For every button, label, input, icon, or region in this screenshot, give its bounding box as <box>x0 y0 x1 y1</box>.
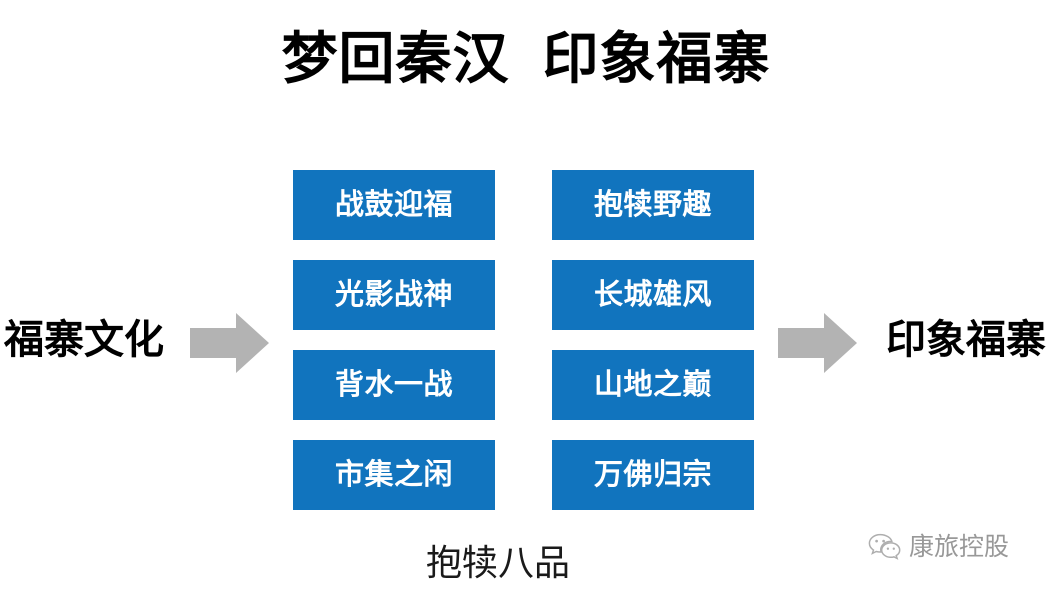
flow-output-label: 印象福寨 <box>886 318 1046 362</box>
feature-box-label: 战鼓迎福 <box>334 189 453 221</box>
arrow-right-icon <box>778 311 858 375</box>
feature-box[interactable]: 山地之巅 <box>552 350 754 420</box>
feature-box-label: 山地之巅 <box>593 369 712 401</box>
feature-box[interactable]: 市集之闲 <box>293 440 495 510</box>
flow-input-label: 福寨文化 <box>4 318 164 362</box>
feature-box[interactable]: 战鼓迎福 <box>293 170 495 240</box>
feature-box-label: 抱犊野趣 <box>593 189 712 221</box>
watermark-text: 康旅控股 <box>909 533 1010 561</box>
watermark: 康旅控股 <box>868 533 1009 561</box>
feature-box-label: 背水一战 <box>334 369 453 401</box>
feature-box-label: 万佛归宗 <box>593 459 712 491</box>
feature-box-label: 长城雄风 <box>593 279 712 311</box>
bottom-caption-text: 抱犊八品 <box>425 542 570 583</box>
bottom-caption: 抱犊八品 <box>0 541 1052 585</box>
feature-box[interactable]: 长城雄风 <box>552 260 754 330</box>
feature-column-right: 抱犊野趣 长城雄风 山地之巅 万佛归宗 <box>552 170 754 510</box>
page-title: 梦回秦汉 印象福寨 <box>281 27 771 90</box>
feature-box[interactable]: 背水一战 <box>293 350 495 420</box>
wechat-icon <box>868 533 902 561</box>
feature-box-label: 市集之闲 <box>334 459 453 491</box>
arrow-right-icon <box>190 311 270 375</box>
feature-box-label: 光影战神 <box>334 279 453 311</box>
feature-column-left: 战鼓迎福 光影战神 背水一战 市集之闲 <box>293 170 495 510</box>
feature-box[interactable]: 光影战神 <box>293 260 495 330</box>
feature-box[interactable]: 万佛归宗 <box>552 440 754 510</box>
feature-box[interactable]: 抱犊野趣 <box>552 170 754 240</box>
